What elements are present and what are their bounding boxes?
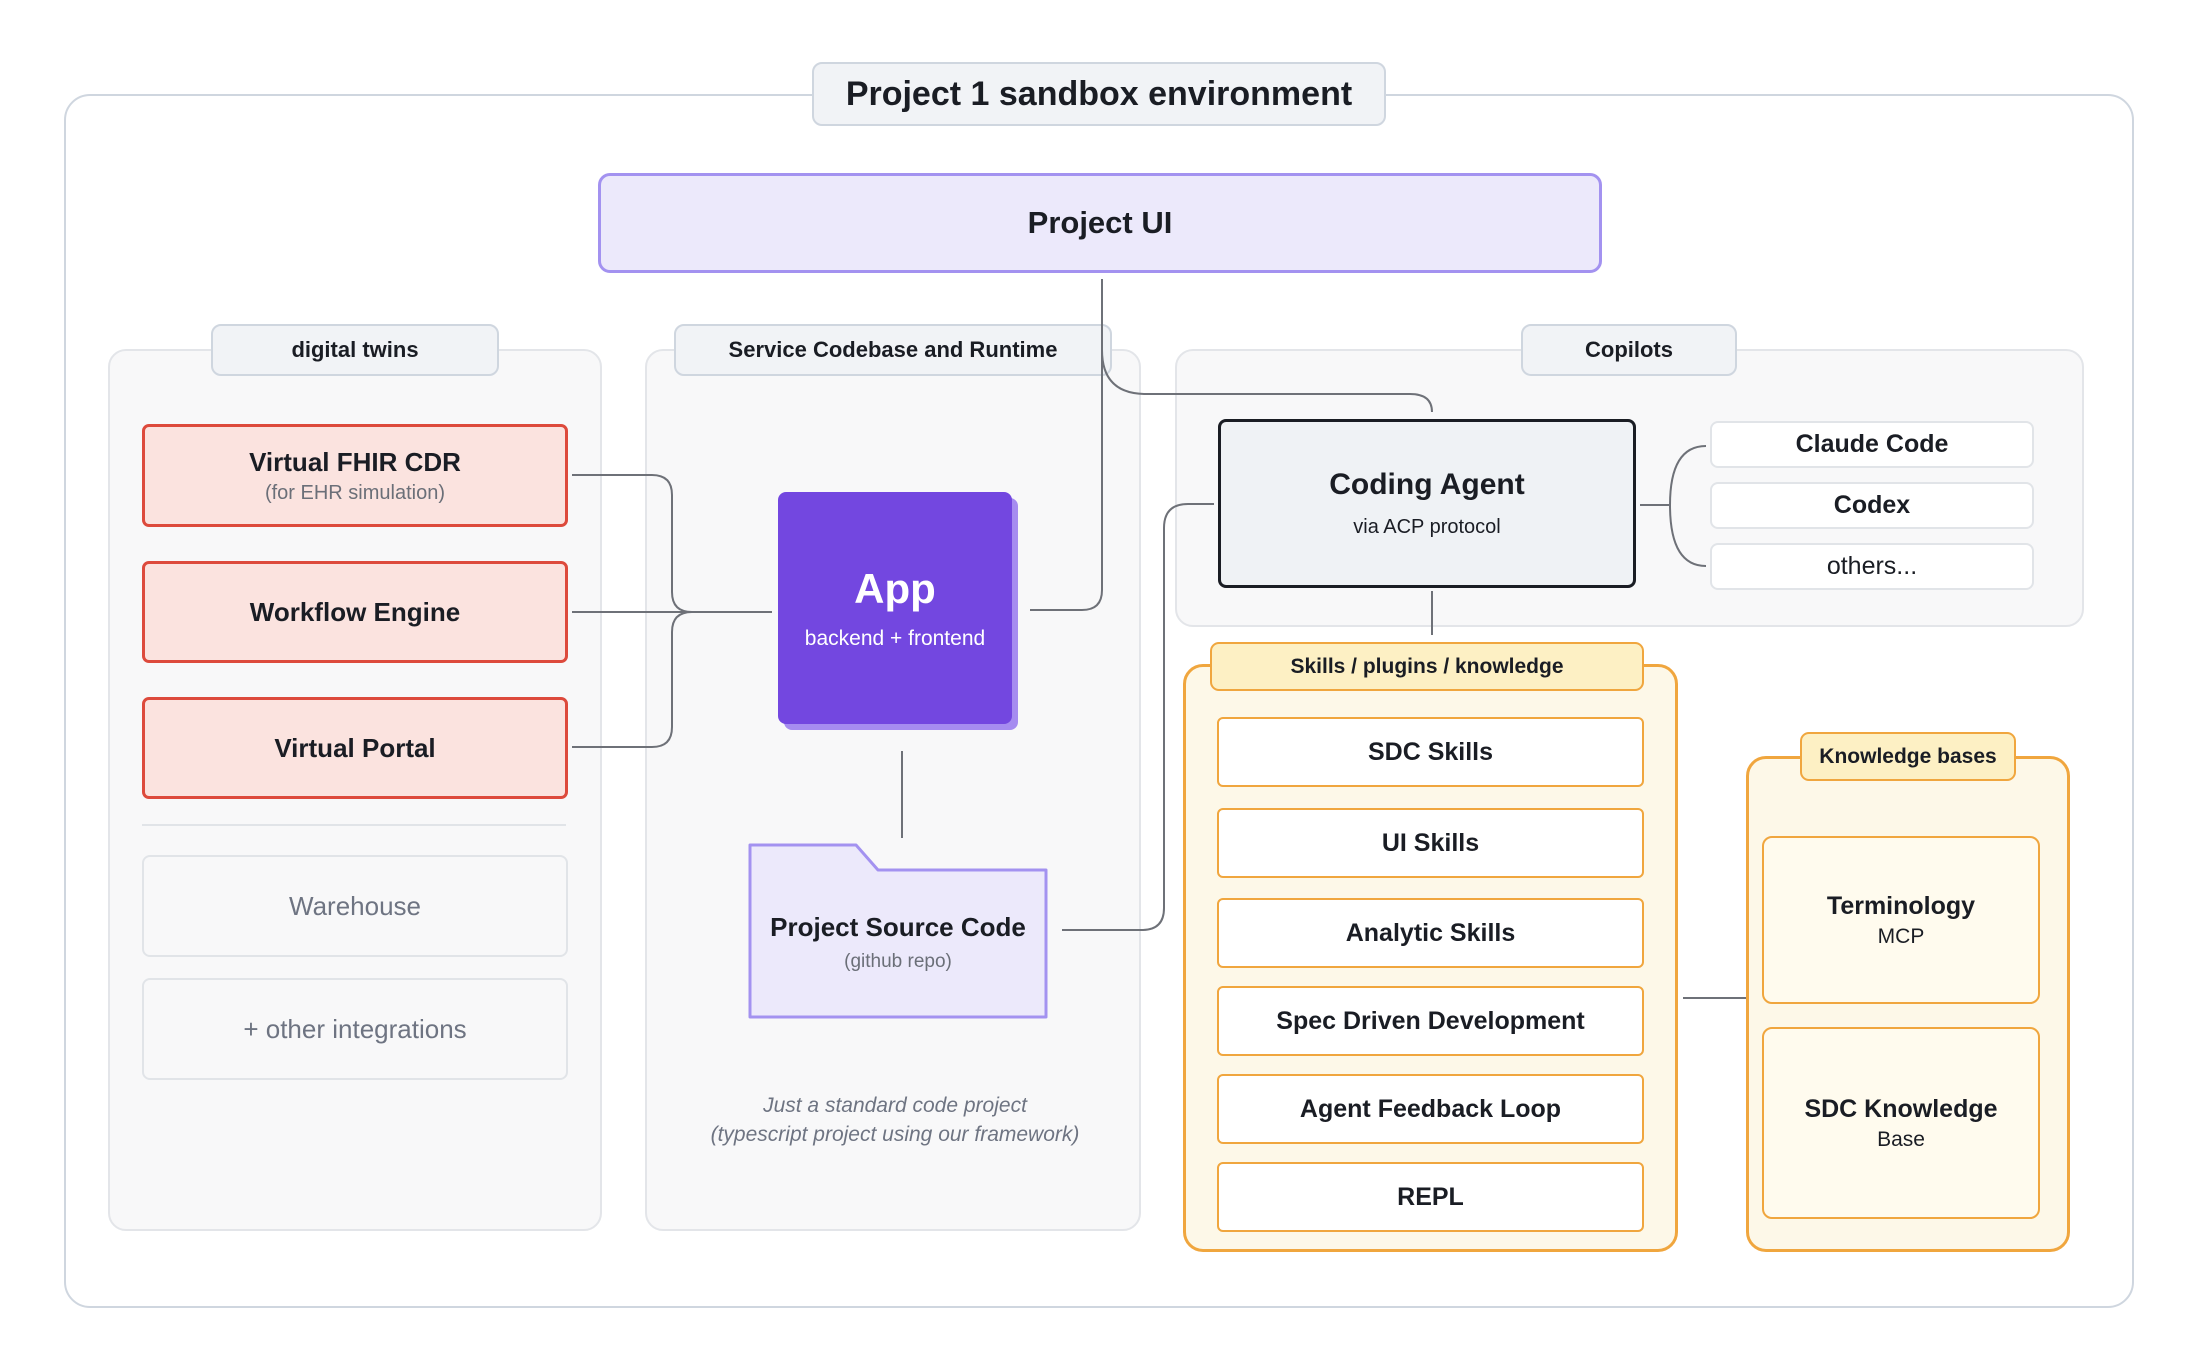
skill-analytic[interactable]: Analytic Skills — [1217, 898, 1644, 968]
kb-sdc-knowledge-title: SDC Knowledge — [1804, 1094, 1998, 1123]
twins-divider — [142, 824, 566, 826]
codex-item[interactable]: Codex — [1710, 482, 2034, 529]
app-title: App — [854, 565, 936, 612]
virtual-fhir-cdr-subtitle: (for EHR simulation) — [264, 481, 446, 504]
project-source-code-subtitle: (github repo) — [844, 951, 952, 972]
kb-sdc-knowledge-subtitle: Base — [1877, 1127, 1925, 1151]
digital-twins-label: digital twins — [211, 324, 499, 376]
skill-ui[interactable]: UI Skills — [1217, 808, 1644, 878]
project-ui-box[interactable]: Project UI — [598, 173, 1602, 273]
virtual-portal-box[interactable]: Virtual Portal — [142, 697, 568, 799]
claude-code-item[interactable]: Claude Code — [1710, 421, 2034, 468]
project-source-code-box[interactable]: Project Source Code (github repo) — [750, 880, 1046, 1005]
warehouse-box[interactable]: Warehouse — [142, 855, 568, 957]
skill-repl[interactable]: REPL — [1217, 1162, 1644, 1232]
virtual-portal-title: Virtual Portal — [274, 732, 436, 763]
others-item[interactable]: others... — [1710, 543, 2034, 590]
virtual-fhir-cdr-box[interactable]: Virtual FHIR CDR (for EHR simulation) — [142, 424, 568, 527]
source-folder-shape — [748, 843, 1048, 1019]
coding-agent-title: Coding Agent — [1329, 468, 1525, 501]
kb-terminology-subtitle: MCP — [1877, 924, 1925, 948]
copilots-label: Copilots — [1521, 324, 1737, 376]
skill-sdc[interactable]: SDC Skills — [1217, 717, 1644, 787]
kb-terminology-title: Terminology — [1826, 891, 1976, 920]
other-integrations-box[interactable]: + other integrations — [142, 978, 568, 1080]
virtual-fhir-cdr-title: Virtual FHIR CDR — [249, 446, 461, 477]
project-source-code-title: Project Source Code — [770, 912, 1026, 942]
knowledge-bases-label: Knowledge bases — [1800, 732, 2016, 781]
workflow-engine-box[interactable]: Workflow Engine — [142, 561, 568, 663]
kb-terminology[interactable]: Terminology MCP — [1762, 836, 2040, 1004]
coding-agent-box[interactable]: Coding Agent via ACP protocol — [1218, 419, 1636, 588]
service-note-line1: Just a standard code project — [763, 1094, 1027, 1117]
service-note: Just a standard code project (typescript… — [650, 1088, 1140, 1152]
coding-agent-subtitle: via ACP protocol — [1353, 516, 1501, 538]
skills-label: Skills / plugins / knowledge — [1210, 642, 1644, 691]
workflow-engine-title: Workflow Engine — [249, 596, 461, 627]
skill-spec-driven-development[interactable]: Spec Driven Development — [1217, 986, 1644, 1056]
service-label: Service Codebase and Runtime — [674, 324, 1112, 376]
kb-sdc-knowledge[interactable]: SDC Knowledge Base — [1762, 1027, 2040, 1219]
app-box[interactable]: App backend + frontend — [778, 492, 1012, 724]
sandbox-title: Project 1 sandbox environment — [812, 62, 1386, 126]
service-note-line2: (typescript project using our framework) — [710, 1123, 1080, 1146]
app-subtitle: backend + frontend — [804, 627, 986, 650]
skill-agent-feedback-loop[interactable]: Agent Feedback Loop — [1217, 1074, 1644, 1144]
